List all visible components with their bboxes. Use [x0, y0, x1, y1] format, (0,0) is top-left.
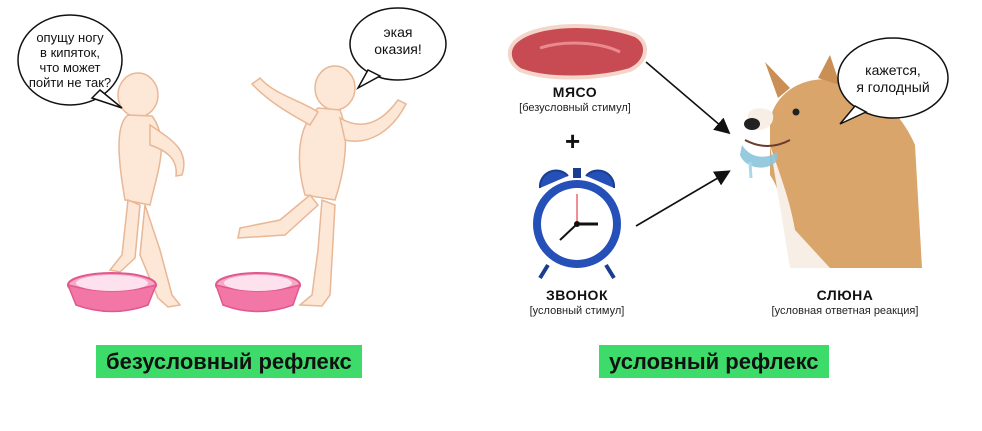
bubble-1-line-1: опущу ногу	[36, 30, 104, 45]
saliva-subtitle: [условная ответная реакция]	[771, 305, 919, 317]
dog-bubble-text: кажется, я голодный	[843, 62, 943, 96]
saliva-title: СЛЮНА	[816, 287, 874, 303]
speech-bubble-2	[349, 7, 447, 90]
plus-sign: +	[565, 126, 581, 156]
basin-left	[66, 272, 158, 313]
speech-bubble-dog	[837, 37, 949, 125]
bubble-1-line-3: что может	[39, 60, 101, 75]
bubble-1-line-2: в кипяток,	[40, 45, 100, 60]
meat-title: МЯСО	[552, 84, 598, 100]
bubble-1-text: опущу ногу в кипяток, что может пойти не…	[22, 30, 118, 90]
speech-bubble-1	[17, 14, 123, 109]
bell-title: ЗВОНОК	[546, 287, 608, 303]
arrow-meat-to-dog	[645, 61, 731, 135]
dog-bubble-line-1: кажется,	[865, 62, 921, 78]
bell-subtitle: [условный стимул]	[529, 305, 625, 317]
bubble-2-text: экая оказия!	[356, 24, 440, 58]
child-jumping-illustration	[237, 65, 408, 307]
arrow-bell-to-dog	[635, 170, 731, 227]
conditioned-reflex-label: условный рефлекс	[599, 345, 829, 378]
alarm-clock-illustration	[533, 168, 621, 280]
unconditioned-reflex-label: безусловный рефлекс	[96, 345, 362, 378]
bubble-2-line-1: экая	[383, 24, 413, 40]
bubble-2-line-2: оказия!	[374, 41, 422, 57]
meat-subtitle: [безусловный стимул]	[519, 102, 631, 114]
meat-illustration	[507, 24, 647, 80]
basin-right	[214, 272, 302, 313]
dog-illustration	[740, 55, 922, 268]
bubble-1-line-4: пойти не так?	[28, 75, 112, 90]
child-standing-illustration	[108, 72, 185, 308]
dog-bubble-line-2: я голодный	[856, 79, 930, 95]
